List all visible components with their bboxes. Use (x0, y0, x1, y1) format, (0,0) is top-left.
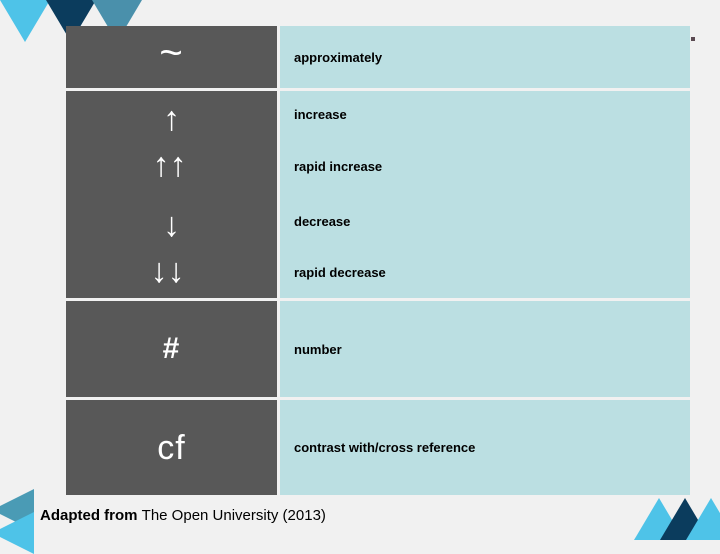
table-row: ↑↑ rapid increase (66, 138, 690, 195)
triangle-up-icon-3 (686, 498, 720, 540)
up-arrow-symbol: ↑ (163, 99, 180, 138)
table-row: # number (66, 301, 690, 397)
table-row: ~ approximately (66, 26, 690, 88)
symbol-cell: ↓ (66, 195, 277, 247)
symbol-meaning-table: ~ approximately ↑ increase ↑↑ rapid incr… (66, 26, 690, 497)
symbol-cell: # (66, 301, 277, 397)
table-row: cf contrast with/cross reference (66, 400, 690, 495)
symbol-cell: ↑ (66, 91, 277, 138)
cf-symbol: cf (157, 428, 186, 467)
meaning-cell: rapid decrease (280, 247, 690, 298)
table-row: ↑ increase (66, 91, 690, 138)
meaning-cell: increase (280, 91, 690, 138)
symbol-cell: ~ (66, 26, 277, 88)
triangle-left-icon-2 (0, 512, 34, 554)
meaning-cell: number (280, 301, 690, 397)
table-row: ↓ decrease (66, 195, 690, 247)
double-up-arrow-symbol: ↑↑ (152, 145, 187, 184)
down-arrow-symbol: ↓ (163, 206, 180, 244)
meaning-cell: decrease (280, 195, 690, 247)
attribution-footer: Adapted from The Open University (2013) (40, 507, 326, 524)
meaning-cell: approximately (280, 26, 690, 88)
attribution-source: The Open University (2013) (141, 507, 326, 524)
double-down-arrow-symbol: ↓↓ (150, 251, 185, 290)
symbol-cell: cf (66, 400, 277, 495)
hash-symbol: # (162, 332, 181, 365)
symbol-cell: ↑↑ (66, 138, 277, 195)
stray-speck-artifact (691, 37, 695, 41)
symbol-cell: ↓↓ (66, 247, 277, 298)
meaning-cell: contrast with/cross reference (280, 400, 690, 495)
attribution-prefix: Adapted from (40, 507, 142, 524)
table-row: ↓↓ rapid decrease (66, 247, 690, 298)
tilde-symbol: ~ (159, 31, 184, 75)
meaning-cell: rapid increase (280, 138, 690, 195)
triangle-down-icon-1 (0, 0, 50, 42)
